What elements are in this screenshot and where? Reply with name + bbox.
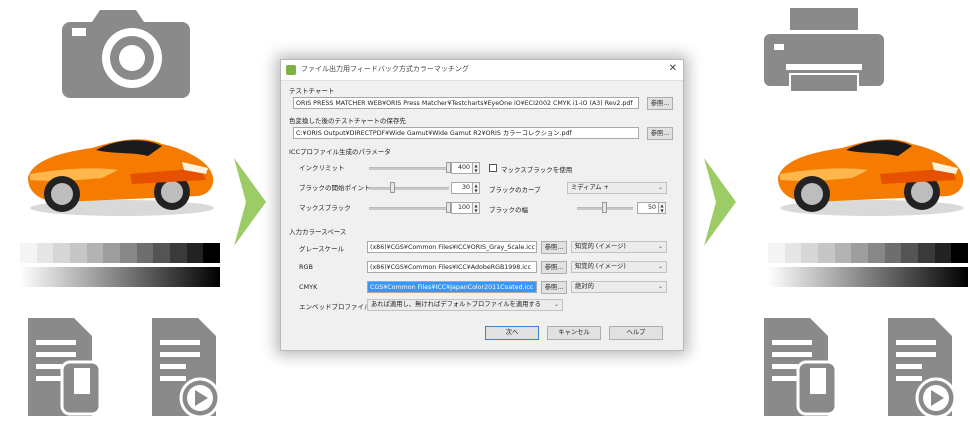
use-max-black-label: マックスブラックを使用 <box>501 166 573 174</box>
arrow-right-icon <box>704 158 736 246</box>
input-color-space-label: 入力カラースペース <box>289 228 347 236</box>
ink-limit-slider-track[interactable] <box>369 167 449 170</box>
title-bar: ファイル出力用フィードバック方式カラーマッチング ✕ <box>281 60 683 81</box>
black-width-spinner[interactable]: ▲▼ <box>658 202 666 214</box>
cmyk-label: CMYK <box>299 283 318 291</box>
sports-car-image <box>28 139 214 216</box>
use-max-black-checkbox[interactable] <box>489 164 497 172</box>
help-button[interactable]: ヘルプ <box>609 326 663 340</box>
grayscale-gradient <box>768 267 968 287</box>
cmyk-intent-select[interactable]: 絶対的 ⌄ <box>571 281 667 293</box>
ink-limit-slider-thumb[interactable] <box>446 162 451 173</box>
ink-limit-input[interactable]: 400 <box>451 162 473 174</box>
black-width-label: ブラックの幅 <box>489 206 528 214</box>
max-black-label: マックスブラック <box>299 204 351 212</box>
embedded-profile-value: あれば適用し、無ければデフォルトプロファイルを適用する <box>371 301 542 308</box>
black-start-input[interactable]: 30 <box>451 182 473 194</box>
test-chart-browse-button[interactable]: 参照... <box>647 97 673 110</box>
icc-params-label: ICCプロファイル生成のパラメータ <box>289 148 391 156</box>
camera-icon <box>62 10 190 98</box>
cmyk-intent-value: 絶対的 <box>575 283 594 290</box>
black-start-spinner[interactable]: ▲▼ <box>472 182 480 194</box>
chevron-down-icon: ⌄ <box>657 243 663 250</box>
ink-limit-spinner[interactable]: ▲▼ <box>472 162 480 174</box>
black-curve-select[interactable]: ミディアム + ⌄ <box>567 182 667 194</box>
black-start-slider-track[interactable] <box>369 187 449 190</box>
grayscale-steps <box>20 243 221 263</box>
max-black-slider-track[interactable] <box>369 207 449 210</box>
cmyk-profile-field[interactable]: CGS¥Common Files¥ICC¥JapanColor2011Coate… <box>367 281 537 293</box>
save-dest-label: 色変換した後のテストチャートの保存先 <box>289 117 406 125</box>
chevron-down-icon: ⌄ <box>553 301 559 308</box>
max-black-input[interactable]: 100 <box>451 202 473 214</box>
save-dest-path-field[interactable]: C:¥ORIS Output¥DIRECTPDF¥Wide Gamut¥Wide… <box>293 127 639 139</box>
grayscale-gradient <box>20 267 220 287</box>
max-black-spinner[interactable]: ▲▼ <box>472 202 480 214</box>
chevron-down-icon: ⌄ <box>657 283 663 290</box>
grayscale-browse-button[interactable]: 参照... <box>541 241 567 254</box>
rgb-intent-value: 知覚的 (イメージ) <box>575 263 626 270</box>
embedded-profile-label: エンベッドプロファイル <box>299 303 371 311</box>
chevron-down-icon: ⌄ <box>657 263 663 270</box>
printer-icon <box>764 8 884 93</box>
arrow-right-icon <box>234 158 266 246</box>
black-start-label: ブラックの開始ポイント <box>299 184 371 192</box>
sports-car-image <box>778 139 964 216</box>
document-icon <box>28 318 102 416</box>
rgb-label: RGB <box>299 263 314 271</box>
ink-limit-label: インクリミット <box>299 164 345 172</box>
embedded-profile-select[interactable]: あれば適用し、無ければデフォルトプロファイルを適用する ⌄ <box>367 299 563 311</box>
black-width-slider-thumb[interactable] <box>602 202 607 213</box>
close-icon[interactable]: ✕ <box>668 63 677 74</box>
app-icon <box>286 65 296 75</box>
grayscale-steps <box>768 243 969 263</box>
black-curve-value: ミディアム + <box>571 184 609 191</box>
grayscale-label: グレースケール <box>299 245 345 253</box>
black-start-slider-thumb[interactable] <box>390 182 395 193</box>
document-play-icon <box>888 318 957 418</box>
cancel-button[interactable]: キャンセル <box>547 326 601 340</box>
test-chart-path-field[interactable]: ORIS PRESS MATCHER WEB¥ORIS Press Matche… <box>293 97 639 109</box>
save-dest-browse-button[interactable]: 参照... <box>647 127 673 140</box>
document-play-icon <box>152 318 221 418</box>
black-width-input[interactable]: 50 <box>637 202 659 214</box>
grayscale-intent-select[interactable]: 知覚的 (イメージ) ⌄ <box>571 241 667 253</box>
document-icon <box>764 318 838 416</box>
next-button[interactable]: 次へ <box>485 326 539 340</box>
black-curve-label: ブラックのカーブ <box>489 186 541 194</box>
dialog-title: ファイル出力用フィードバック方式カラーマッチング <box>301 65 469 73</box>
cmyk-browse-button[interactable]: 参照... <box>541 281 567 294</box>
chevron-down-icon: ⌄ <box>657 184 663 191</box>
grayscale-intent-value: 知覚的 (イメージ) <box>575 243 626 250</box>
color-matching-dialog: ファイル出力用フィードバック方式カラーマッチング ✕ テストチャート ORIS … <box>280 59 684 351</box>
rgb-intent-select[interactable]: 知覚的 (イメージ) ⌄ <box>571 261 667 273</box>
test-chart-label: テストチャート <box>289 87 335 95</box>
grayscale-profile-field[interactable]: (x86)¥CGS¥Common Files¥ICC¥ORIS_Gray_Sca… <box>367 241 537 253</box>
max-black-slider-thumb[interactable] <box>446 202 451 213</box>
rgb-profile-field[interactable]: (x86)¥CGS¥Common Files¥ICC¥AdobeRGB1998.… <box>367 261 537 273</box>
rgb-browse-button[interactable]: 参照... <box>541 261 567 274</box>
